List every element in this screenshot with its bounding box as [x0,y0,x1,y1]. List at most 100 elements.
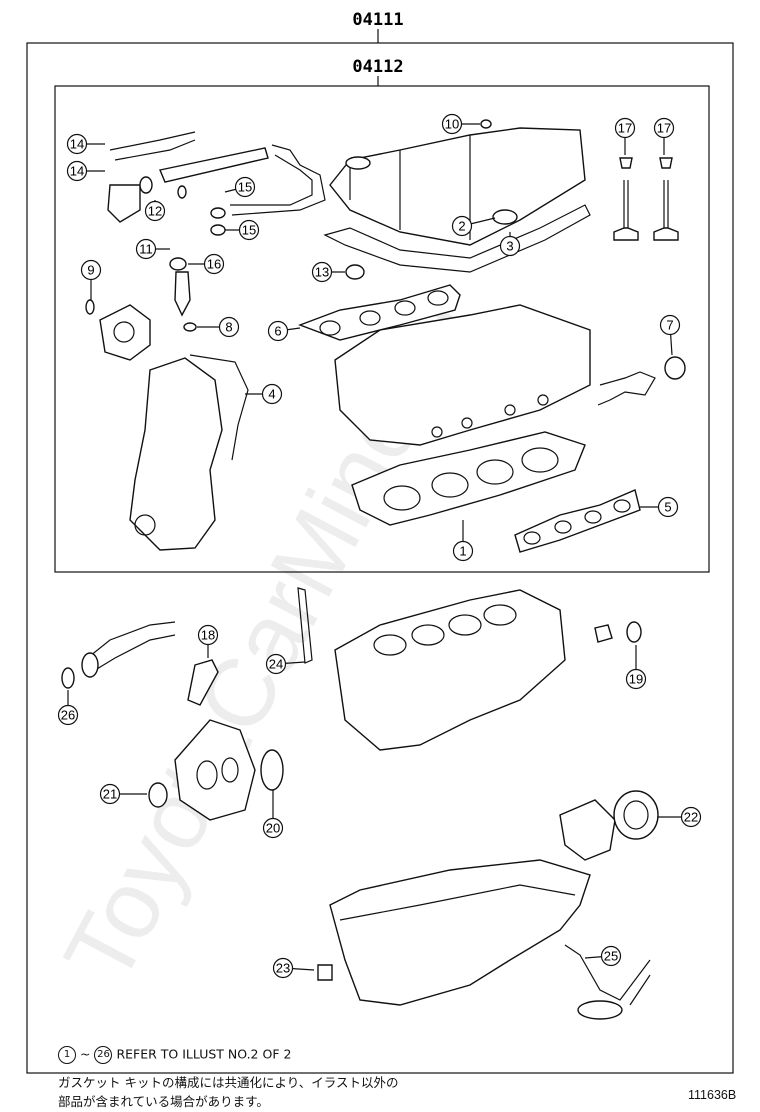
callout-circle [135,238,157,260]
callout-7: 7 [659,314,681,356]
callout-circle [451,215,473,237]
callout-circle [499,235,521,257]
fuel-injector [169,257,197,332]
outer-kit-frame [26,42,734,1074]
callout-number: 20 [266,821,280,836]
callout-number: 13 [315,265,329,280]
callout-number: 26 [61,708,75,723]
callout-10: 10 [441,113,480,135]
oil-pan [329,859,591,1006]
callout-number: 1 [459,544,466,559]
callout-circle [441,113,463,135]
callout-circle [452,540,474,562]
gasket-2 [492,209,518,225]
oil-strainer [564,944,651,1020]
callout-number: 5 [664,500,671,515]
jp-note-line-2: 部品が含まれている場合があります。 [58,1094,269,1109]
oil-seal-21 [148,782,168,808]
callout-number: 3 [506,239,513,254]
callout-14: 14 [66,160,105,182]
callout-circle [203,253,225,275]
illustration-code: 111636B [688,1088,737,1102]
callout-3: 3 [499,232,521,257]
drain-plug-23 [317,964,333,981]
callout-number: 19 [629,672,643,687]
callout-circle [218,316,240,338]
callout-circle [261,383,283,405]
callout-number: 14 [70,164,84,179]
callout-number: 14 [70,137,84,152]
inner-kit-code: 04112 [352,57,403,77]
exhaust-manifold-gasket [514,489,641,553]
callout-26: 26 [57,690,79,726]
callout-25: 25 [584,945,622,967]
cylinder-head-gasket [351,431,586,526]
callout-circle [625,668,647,690]
callout-circle [311,261,333,283]
fuel-delivery-pipe [159,144,326,216]
callout-23: 23 [272,957,315,979]
callout-number: 7 [666,318,673,333]
callout-16: 16 [188,253,225,275]
intake-valve [613,157,639,241]
gasket-13 [345,264,365,280]
callout-20: 20 [262,790,284,839]
callout-circle [653,117,675,139]
head-cover-gasket [323,204,591,273]
callout-circle [659,314,681,336]
callout-circle [238,219,260,241]
callout-number: 17 [618,121,632,136]
callout-4: 4 [245,383,283,405]
o-ring-12 [177,185,187,199]
callout-6: 6 [267,320,301,342]
callout-circle [66,133,88,155]
callout-19: 19 [625,645,647,690]
callout-21: 21 [99,783,147,805]
inner-kit-frame [54,85,710,573]
bypass-hose [297,587,313,664]
water-outlet-pipe [597,356,686,406]
gasket-15b [210,224,226,236]
callout-number: 17 [657,121,671,136]
callout-circle [262,817,284,839]
callout-circle [234,176,256,198]
callout-circle [99,783,121,805]
callout-number: 15 [242,223,256,238]
callout-circle [57,704,79,726]
callout-22: 22 [658,806,702,828]
callout-circle [657,496,679,518]
outer-kit-code: 04111 [352,10,403,30]
callout-8: 8 [197,316,240,338]
callout-15: 15 [225,219,260,241]
callout-number: 4 [268,387,275,402]
bolt-seal-10 [480,119,492,129]
callout-number: 12 [148,204,162,219]
callout-circle [197,624,219,646]
callout-number: 24 [269,657,283,672]
callout-number: 25 [604,949,618,964]
callout-number: 15 [238,180,252,195]
callout-11: 11 [135,238,170,260]
callout-circle [680,806,702,828]
callout-circle [614,117,636,139]
callout-number: 9 [87,263,94,278]
callout-5: 5 [640,496,679,518]
callout-17: 17 [614,117,636,155]
range-start-callout: 1 [58,1046,76,1064]
oil-seal-retainer [559,790,659,861]
callout-number: 6 [274,324,281,339]
exhaust-valve [653,157,679,241]
callout-1: 1 [452,520,474,562]
callout-number: 23 [276,961,290,976]
refer-text: REFER TO ILLUST NO.2 OF 2 [116,1046,292,1062]
callout-2: 2 [451,215,496,237]
range-separator: ~ [79,1046,91,1062]
callout-number: 16 [207,257,221,272]
throttle-body [85,299,151,361]
callout-number: 21 [103,787,117,802]
callout-24: 24 [265,653,306,675]
callout-18: 18 [197,624,219,658]
callout-14: 14 [66,133,105,155]
